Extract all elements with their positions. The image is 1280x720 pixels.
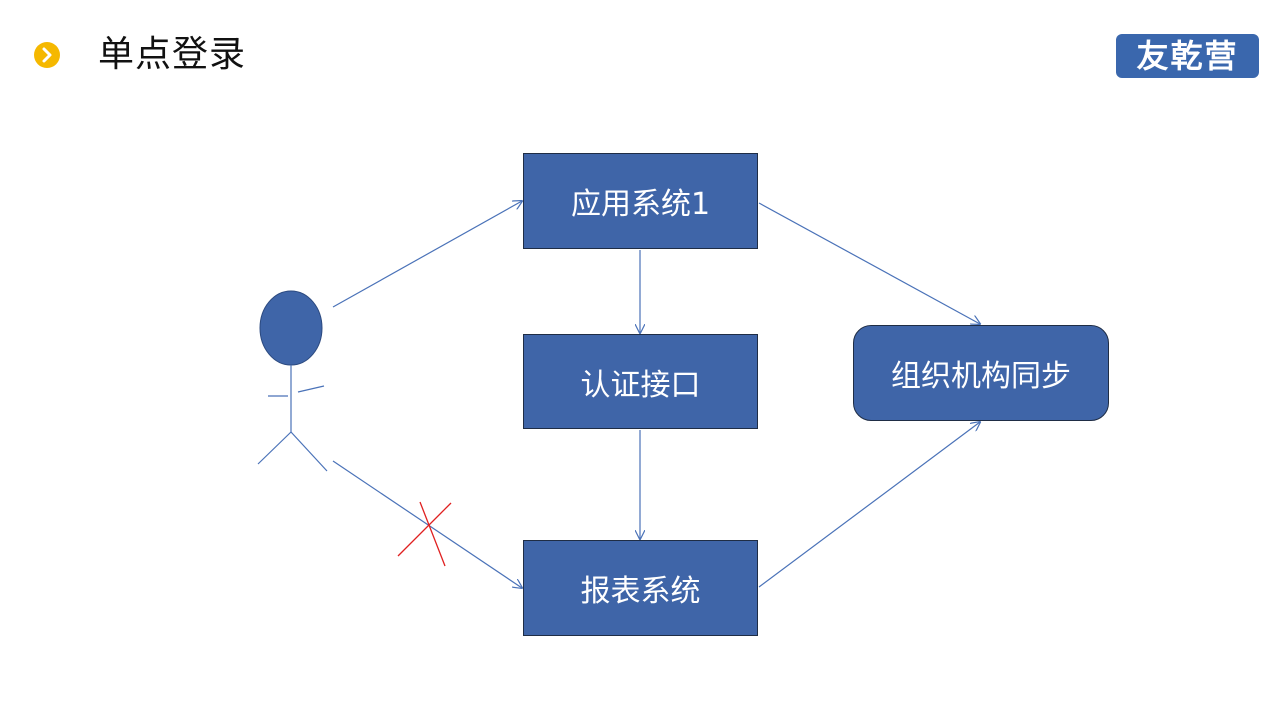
blocked-x-icon	[397, 501, 452, 567]
brand-logo: 友乾营	[1116, 34, 1259, 78]
chevron-right-icon	[34, 42, 60, 68]
node-report-system: 报表系统	[523, 540, 758, 636]
edge-app1-org	[758, 202, 980, 324]
node-app-system-1: 应用系统1	[523, 153, 758, 249]
page-title: 单点登录	[98, 34, 247, 75]
edge-report-org	[758, 422, 980, 588]
user-actor-icon	[257, 290, 328, 472]
edge-user-report	[332, 460, 522, 588]
node-org-sync: 组织机构同步	[853, 325, 1109, 421]
edge-user-app1	[332, 201, 522, 308]
node-auth-interface: 认证接口	[523, 334, 758, 429]
